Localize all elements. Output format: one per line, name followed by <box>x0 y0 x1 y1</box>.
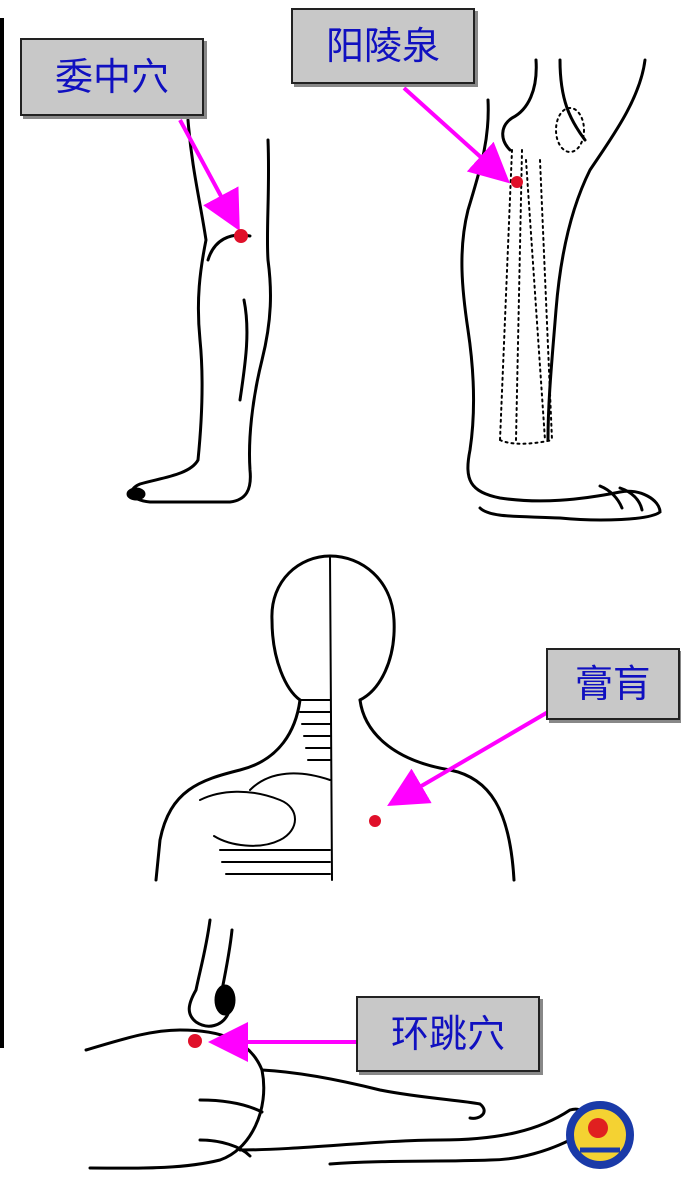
acupoint-marker-yanglingquan <box>511 176 523 188</box>
arrow-weizhong <box>180 120 236 224</box>
arrow-gaohuang <box>394 712 548 802</box>
acupoint-label-yanglingquan: 阳陵泉 <box>291 8 475 84</box>
emblem-fragment <box>570 1105 630 1165</box>
acupoint-marker-gaohuang <box>369 815 381 827</box>
acupoint-label-weizhong: 委中穴 <box>20 38 204 116</box>
acupoint-marker-weizhong <box>234 229 248 243</box>
acupoint-marker-huantiao <box>188 1034 202 1048</box>
acupoint-label-huantiao: 环跳穴 <box>356 996 540 1072</box>
back-leg-illustration <box>128 120 270 502</box>
back-illustration <box>156 556 514 880</box>
acupoint-label-gaohuang: 膏肓 <box>546 648 680 720</box>
side-leg-illustration <box>462 60 660 520</box>
